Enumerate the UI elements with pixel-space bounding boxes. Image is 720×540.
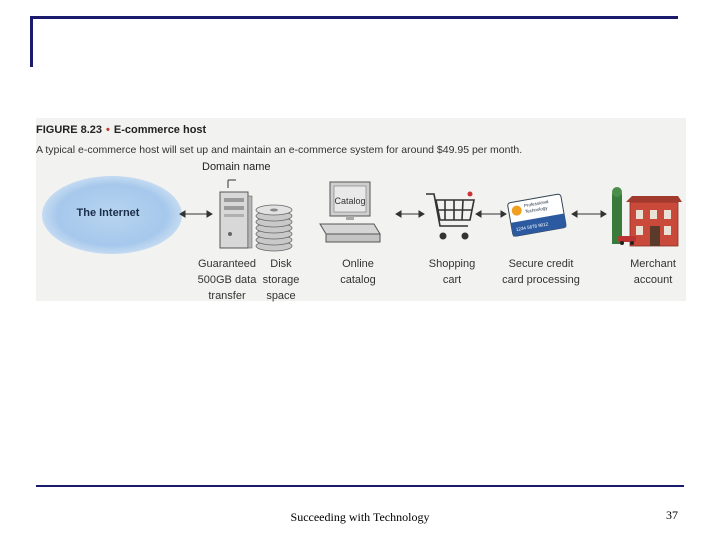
computer-catalog-icon: Catalog (318, 180, 390, 254)
label-line: transfer (194, 288, 260, 304)
label-line: cart (422, 272, 482, 288)
label-line: storage (258, 272, 304, 288)
page-number: 37 (666, 508, 678, 523)
disk-storage-icon (252, 198, 298, 254)
label-line: Secure credit (498, 256, 584, 272)
label-line: 500GB data (194, 272, 260, 288)
label-line: Guaranteed (194, 256, 260, 272)
footer-text: Succeeding with Technology (0, 510, 720, 525)
slide-frame-left-rule (30, 16, 33, 67)
label-line: Disk (258, 256, 304, 272)
label-disk-storage: Disk storage space (258, 256, 304, 304)
label-merchant-account: Merchant account (620, 256, 686, 288)
shopping-cart-icon (424, 188, 480, 248)
label-card-processing: Secure credit card processing (498, 256, 584, 288)
ecommerce-host-figure: FIGURE 8.23•E-commerce host A typical e-… (36, 118, 686, 301)
label-line: catalog (328, 272, 388, 288)
merchant-building-icon (608, 184, 684, 254)
label-online-catalog: Online catalog (328, 256, 388, 288)
label-line: account (620, 272, 686, 288)
catalog-screen-text: Catalog (334, 196, 365, 206)
label-line: space (258, 288, 304, 304)
server-icon (216, 190, 256, 252)
slide-frame-top-rule (30, 16, 678, 19)
label-data-transfer: Guaranteed 500GB data transfer (194, 256, 260, 304)
label-shopping-cart: Shopping cart (422, 256, 482, 288)
label-line: card processing (498, 272, 584, 288)
footer-rule (36, 485, 684, 487)
credit-card-icon: Professional Technology 1234 5678 9012 (506, 192, 570, 240)
label-line: Merchant (620, 256, 686, 272)
label-line: Shopping (422, 256, 482, 272)
label-line: Online (328, 256, 388, 272)
